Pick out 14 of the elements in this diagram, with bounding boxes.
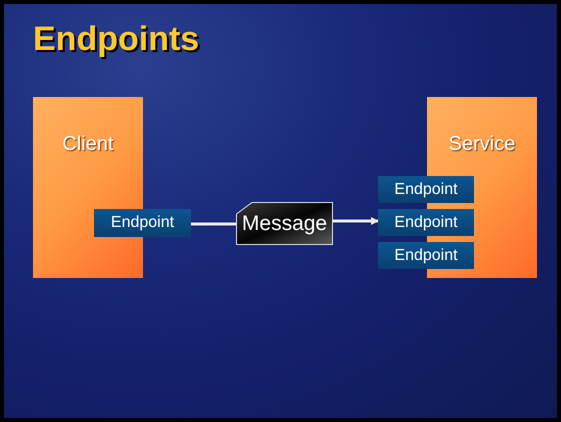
node-label: Endpoint — [110, 214, 174, 232]
endpoint-box — [94, 209, 191, 237]
node-label: Message — [242, 212, 328, 236]
node-label: Endpoint — [394, 246, 458, 264]
message-box — [236, 202, 333, 245]
node-label: Client — [61, 133, 115, 156]
connector-arrow — [333, 217, 379, 225]
node-label: Endpoint — [394, 214, 458, 232]
node-label: Service — [448, 133, 516, 156]
endpoint-box — [378, 209, 474, 236]
slide-title: Endpoints — [33, 20, 200, 59]
endpoint-box — [378, 242, 474, 269]
node-label: Endpoint — [394, 180, 458, 198]
endpoint-box — [378, 176, 474, 203]
